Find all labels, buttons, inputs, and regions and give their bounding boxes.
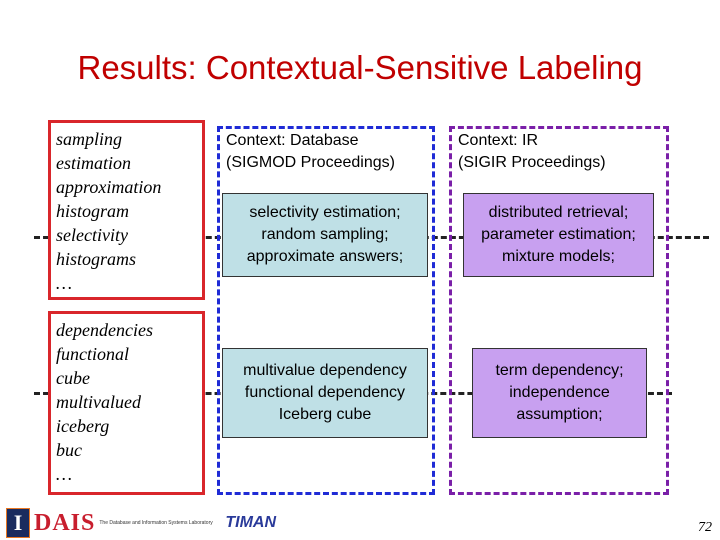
header-line: (SIGMOD Proceedings)	[226, 154, 395, 171]
term-box-dependencies: dependencies functional cube multivalued…	[48, 311, 205, 495]
illinois-logo-icon: I	[6, 508, 30, 538]
footer-logos: I DAIS The Database and Information Syst…	[6, 508, 276, 538]
label-line: random sampling;	[261, 226, 389, 243]
term: functional	[56, 344, 129, 364]
label-line: distributed retrieval;	[488, 204, 629, 221]
ir-context-header: Context: IR (SIGIR Proceedings)	[458, 130, 606, 174]
term: cube	[56, 368, 90, 388]
label-line: term dependency;	[495, 362, 624, 379]
term-box-sampling: sampling estimation approximation histog…	[48, 120, 205, 300]
database-label-box-2: multivalue dependency functional depende…	[222, 348, 428, 438]
ir-label-box-2: term dependency; independence assumption…	[472, 348, 647, 438]
term: approximation	[56, 177, 162, 197]
header-line: Context: Database	[226, 132, 359, 149]
term: iceberg	[56, 416, 110, 436]
slide-title: Results: Contextual-Sensitive Labeling	[77, 49, 643, 86]
label-line: multivalue dependency	[243, 362, 407, 379]
term: …	[56, 273, 73, 293]
term: histograms	[56, 249, 137, 269]
database-context-column	[217, 126, 435, 495]
lab-name: The Database and Information Systems Lab…	[99, 520, 213, 526]
label-line: assumption;	[516, 406, 603, 423]
dais-logo: DAIS	[34, 509, 96, 536]
ir-label-box-1: distributed retrieval; parameter estimat…	[463, 193, 654, 277]
term: buc	[56, 440, 82, 460]
header-line: (SIGIR Proceedings)	[458, 154, 606, 171]
ir-context-column	[449, 126, 669, 495]
label-line: selectivity estimation;	[249, 204, 401, 221]
term: dependencies	[56, 320, 153, 340]
term: estimation	[56, 153, 131, 173]
label-line: parameter estimation;	[481, 226, 636, 243]
label-line: Iceberg cube	[278, 406, 372, 423]
page-number: 72	[698, 520, 712, 535]
term: histogram	[56, 201, 130, 221]
term: multivalued	[56, 392, 141, 412]
label-line: mixture models;	[502, 248, 615, 265]
term: selectivity	[56, 225, 128, 245]
term: sampling	[56, 129, 123, 149]
label-line: approximate answers;	[246, 248, 404, 265]
header-line: Context: IR	[458, 132, 539, 149]
database-label-box-1: selectivity estimation; random sampling;…	[222, 193, 428, 277]
database-context-header: Context: Database (SIGMOD Proceedings)	[226, 130, 395, 174]
label-line: independence	[509, 384, 610, 401]
label-line: functional dependency	[244, 384, 406, 401]
term: …	[56, 464, 73, 484]
timan-logo: TIMAN	[225, 514, 277, 531]
